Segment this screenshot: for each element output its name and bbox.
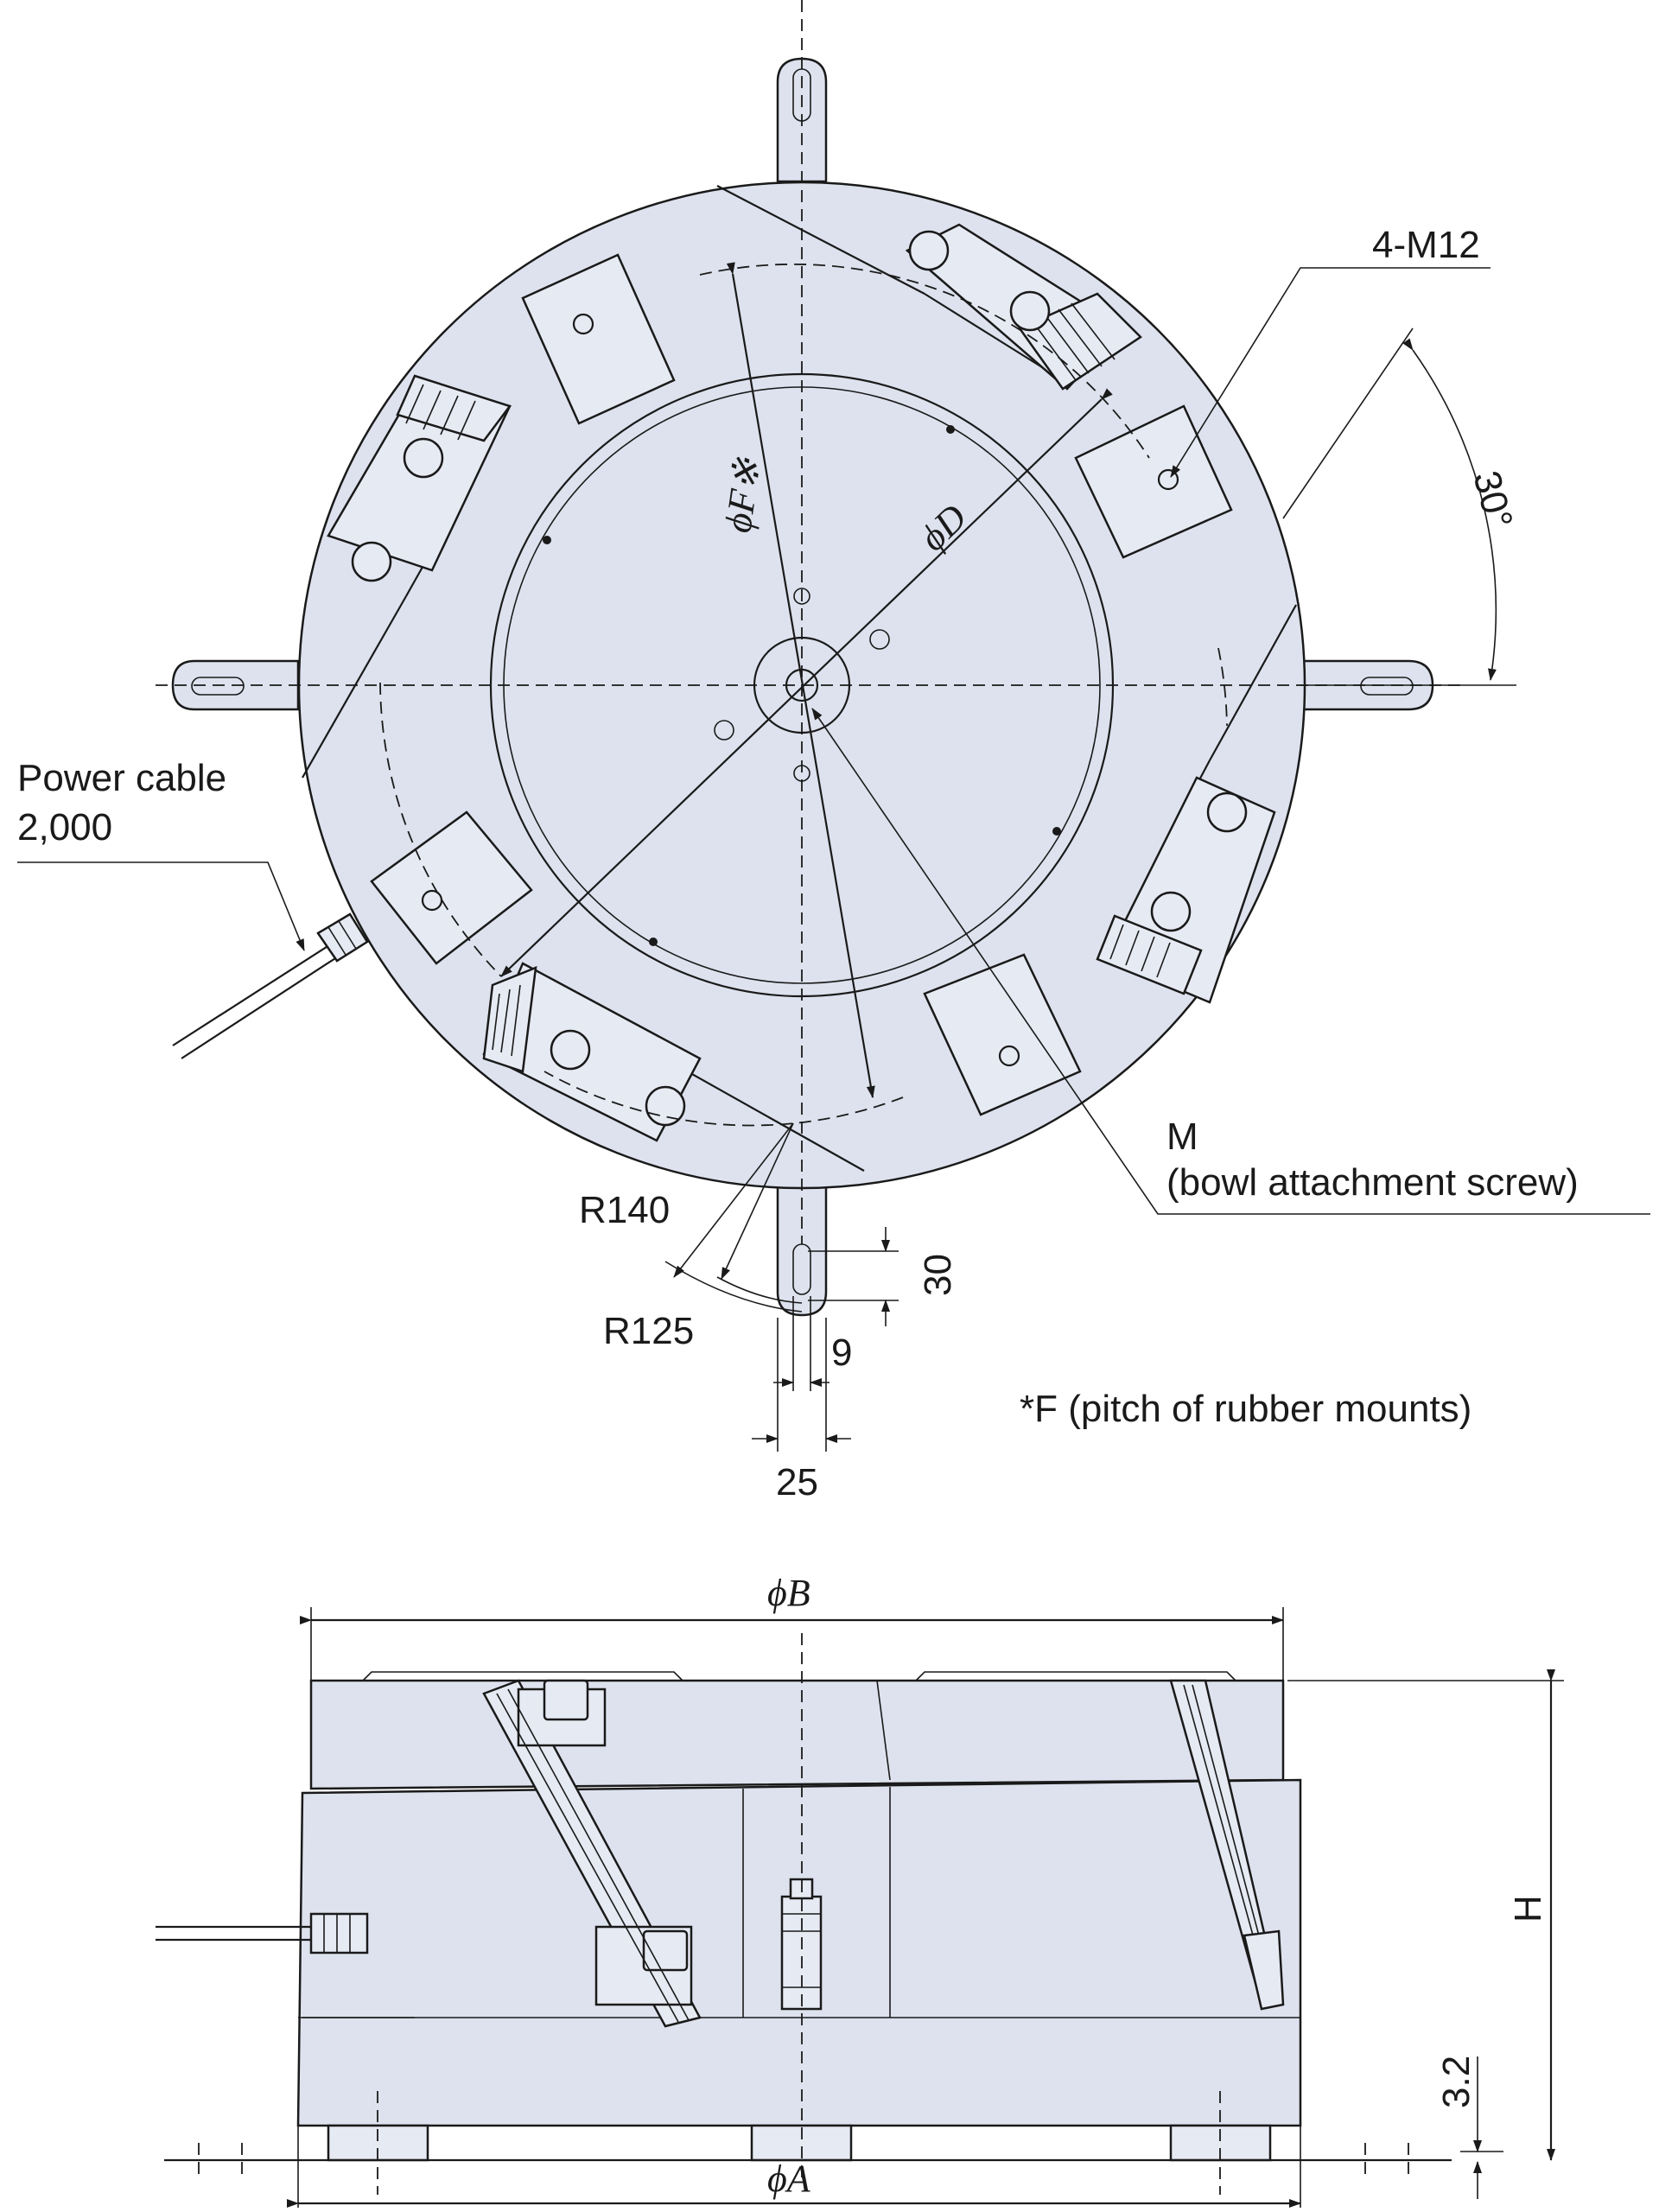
side-spring-right (1169, 1679, 1285, 2011)
footnote: *F (pitch of rubber mounts) (1020, 1388, 1471, 1430)
spring-assembly-ne (905, 223, 1142, 391)
phi-f-label: ϕF※ (716, 454, 769, 536)
angle-dimension (1282, 327, 1516, 686)
m-label: M (1166, 1116, 1198, 1158)
side-view: ϕB (156, 1572, 1564, 2208)
rubber-mount-pads (370, 253, 1233, 1116)
spring-assembly-se (1096, 776, 1276, 1004)
m-leader (811, 708, 1650, 1215)
spring-assembly-nw (327, 374, 512, 582)
phi-a-label: ϕA (767, 2158, 811, 2200)
r125-label: R125 (603, 1310, 694, 1352)
phi-d-dimension-line (500, 388, 1113, 977)
mounting-tab-bottom (776, 1178, 828, 1317)
dim-25-label: 25 (776, 1461, 818, 1503)
side-sensor (780, 1878, 823, 2011)
power-cable-label: Power cable (17, 757, 226, 799)
dim-32-label: 3.2 (1435, 2056, 1478, 2108)
top-plate (309, 1679, 1285, 1790)
side-power-cable (156, 1912, 369, 1955)
h-label: H (1507, 1895, 1549, 1923)
m12-leader (1170, 267, 1491, 478)
power-cable (17, 861, 369, 1059)
spring-assembly-sw (482, 962, 702, 1142)
m12-label: 4-M12 (1372, 224, 1480, 266)
angle-label: 30° (1465, 467, 1521, 533)
r140-label: R140 (579, 1189, 670, 1231)
dim-9-label: 9 (831, 1332, 852, 1374)
power-cable-length: 2,000 (17, 806, 112, 849)
slot-dimensions (752, 1227, 899, 1452)
m-description: (bowl attachment screw) (1166, 1161, 1579, 1204)
phi-b-label: ϕB (767, 1572, 810, 1614)
side-spring-left (482, 1679, 702, 2028)
dim-30-label: 30 (917, 1254, 959, 1296)
top-view: 4-M12 30° ϕF※ ϕD Power cable 2,000 M (bo… (17, 0, 1650, 1503)
